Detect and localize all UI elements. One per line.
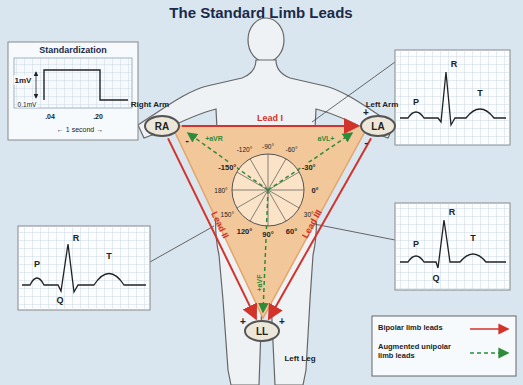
label: aVL+	[317, 135, 336, 142]
electrode-circle: LL	[244, 320, 280, 342]
label: .04	[45, 113, 55, 120]
label: Standardization	[39, 45, 107, 55]
augmented-leads	[188, 133, 352, 312]
label: Q	[56, 295, 63, 305]
electrode-label: RA	[155, 121, 169, 132]
standardization-panel	[8, 42, 138, 140]
label: R	[451, 59, 458, 69]
label: T	[477, 88, 483, 98]
label: P	[413, 97, 419, 107]
legend-sample-bipolar	[470, 328, 508, 330]
body-head	[248, 18, 284, 62]
legend-text: Augmented unipolar limb leads	[378, 342, 466, 360]
label: P	[34, 259, 40, 269]
label: .20	[93, 113, 103, 120]
label: R	[449, 207, 456, 217]
lead-triangle	[172, 126, 368, 318]
label: Right Arm	[131, 100, 169, 109]
bipolar-lead-arrow	[168, 138, 256, 318]
ecg-lead-iii	[395, 203, 510, 290]
label: 90°	[261, 230, 274, 239]
label: -	[185, 134, 189, 146]
label: +	[240, 316, 246, 327]
label: 0.1mV	[17, 101, 38, 108]
label: -120°	[236, 146, 254, 153]
lead-label: Lead I	[257, 113, 283, 123]
label: ← 1 second →	[57, 126, 103, 133]
label: 120°	[236, 226, 254, 235]
label: 1mV	[14, 76, 33, 85]
legend-box	[372, 316, 516, 376]
label: T	[470, 233, 476, 243]
ecg-lead-ii	[18, 226, 150, 310]
label: +aVF	[256, 274, 263, 293]
electrode-circle: LA	[360, 115, 396, 137]
label: 0°	[310, 186, 319, 195]
title: The Standard Limb Leads	[169, 4, 352, 21]
label: P	[413, 239, 419, 249]
ecg-lead-i	[395, 50, 510, 145]
label: -90°	[261, 143, 275, 150]
label: +aVR	[204, 135, 224, 142]
label: -60°	[285, 146, 299, 153]
label: -150°	[217, 162, 237, 171]
label: -	[364, 136, 368, 148]
label: Q	[432, 273, 439, 283]
label: 180°	[213, 187, 228, 194]
label: -30°	[301, 162, 317, 171]
label: 150°	[220, 210, 235, 217]
label: T	[106, 251, 112, 261]
label: R	[73, 233, 80, 243]
label: +	[279, 316, 285, 327]
bipolar-lead-arrow	[269, 138, 371, 319]
body-outline	[138, 60, 394, 385]
bipolar-lead-arrow	[182, 125, 358, 127]
electrode-label: LA	[371, 121, 384, 132]
legend-text: Bipolar limb leads	[378, 323, 466, 332]
label: Left Leg	[284, 354, 315, 363]
label: 60°	[285, 226, 298, 235]
electrode-label: LL	[256, 326, 268, 337]
electrode-circle: RA	[144, 115, 180, 137]
label: Left Arm	[366, 100, 399, 109]
legend-sample-augmented	[470, 352, 508, 354]
